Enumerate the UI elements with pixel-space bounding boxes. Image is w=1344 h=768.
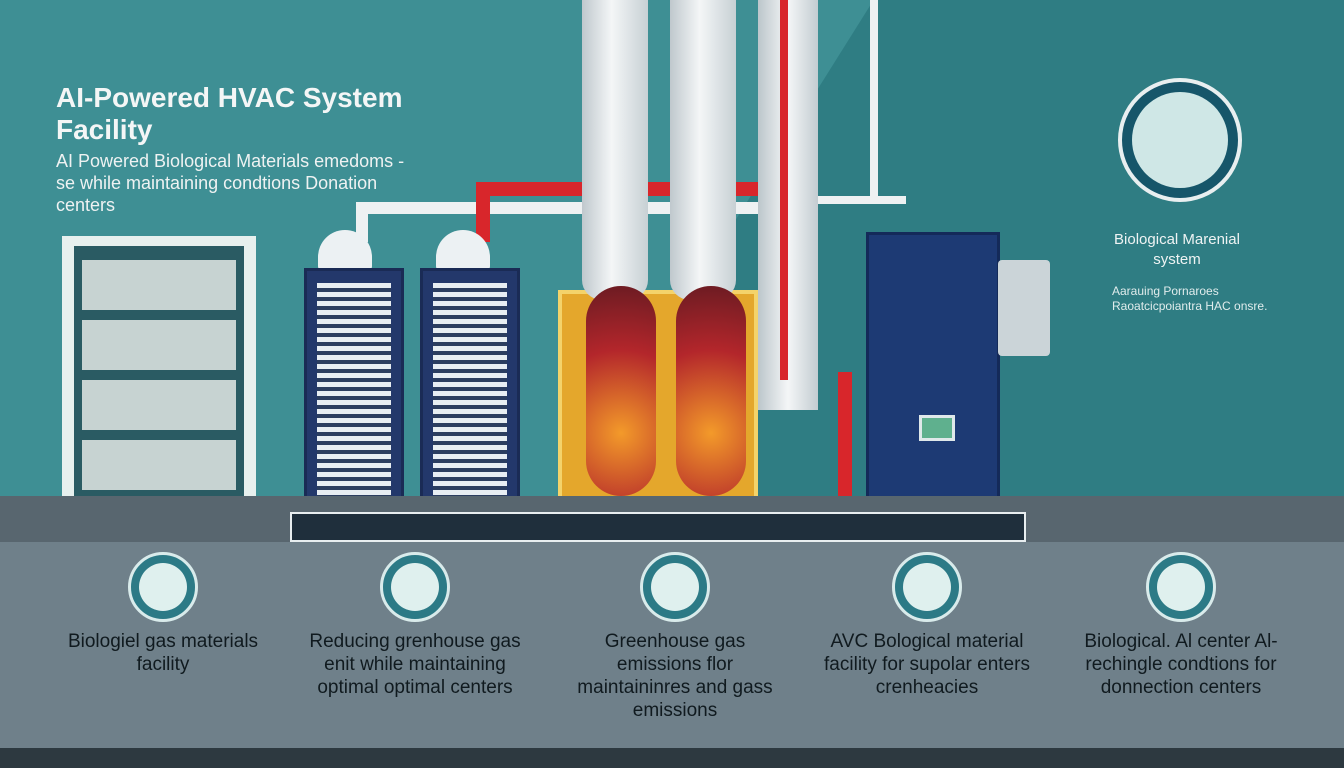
drop-leaf-icon-core	[651, 563, 699, 611]
flask-icon-core	[1157, 563, 1205, 611]
feature-3: Greenhouse gas emissions flor maintainin…	[560, 552, 790, 722]
feature-label: Reducing grenhouse gas enit while mainta…	[309, 631, 521, 698]
rack-shelf	[82, 260, 236, 310]
drop-leaf-icon	[640, 552, 710, 622]
bioreactor-vessel-2	[676, 286, 746, 496]
lightbulb-icon	[1118, 78, 1242, 202]
unit-grille	[433, 283, 507, 503]
feature-5: Biological. Al center Al-rechingle condt…	[1066, 552, 1296, 699]
water-drop-icon	[892, 552, 962, 622]
red-pipe-ahu	[838, 372, 852, 512]
equipment-base	[290, 512, 1026, 542]
rack-shelf	[82, 320, 236, 370]
control-display	[919, 415, 955, 441]
feature-label: Greenhouse gas emissions flor maintainin…	[577, 631, 773, 721]
unit-fan-cap	[318, 230, 372, 270]
white-pipe-right	[816, 196, 906, 204]
leaf-icon	[128, 552, 198, 622]
feature-label: Biological. Al center Al-rechingle condt…	[1084, 631, 1278, 698]
page-title: AI-Powered HVAC System Facility	[56, 82, 403, 145]
unit-grille	[317, 283, 391, 503]
red-pipe-vertical	[476, 182, 490, 242]
floor-bottom-strip	[0, 748, 1344, 768]
right-panel-title: Biological Marenial system	[1114, 231, 1240, 268]
exhaust-pipe-2	[670, 0, 736, 300]
white-pipe-right-vertical	[870, 0, 878, 200]
exhaust-pipe-1	[582, 0, 648, 300]
main-duct	[758, 0, 818, 410]
feature-4: AVC Bological material facility for supo…	[812, 552, 1042, 699]
white-pipe-vertical	[356, 202, 368, 242]
unit-fan-cap	[436, 230, 490, 270]
rack-shelf	[82, 440, 236, 490]
air-handling-unit-1	[304, 268, 404, 512]
control-cabinet	[866, 232, 1000, 514]
feature-label: Biologiel gas materials facility	[67, 631, 259, 675]
flask-icon	[1146, 552, 1216, 622]
sprout-drop-icon	[380, 552, 450, 622]
feature-label: AVC Bological material facility for supo…	[824, 631, 1030, 698]
storage-rack	[62, 236, 256, 506]
rack-shelf	[82, 380, 236, 430]
side-duct-box	[998, 260, 1050, 356]
sprout-drop-icon-core	[391, 563, 439, 611]
lightbulb-icon-core	[1132, 92, 1228, 188]
red-pipe-main	[780, 0, 788, 380]
water-drop-icon-core	[903, 563, 951, 611]
feature-1: Biologiel gas materials facility	[48, 552, 278, 676]
bioreactor-vessel-1	[586, 286, 656, 496]
page-subtitle: AI Powered Biological Materials emedoms …	[56, 151, 405, 215]
leaf-icon-core	[139, 563, 187, 611]
right-panel-note: Aarauing Pornaroes Raoatcicpoiantra HAC …	[1112, 284, 1268, 313]
air-handling-unit-2	[420, 268, 520, 512]
feature-2: Reducing grenhouse gas enit while mainta…	[300, 552, 530, 699]
